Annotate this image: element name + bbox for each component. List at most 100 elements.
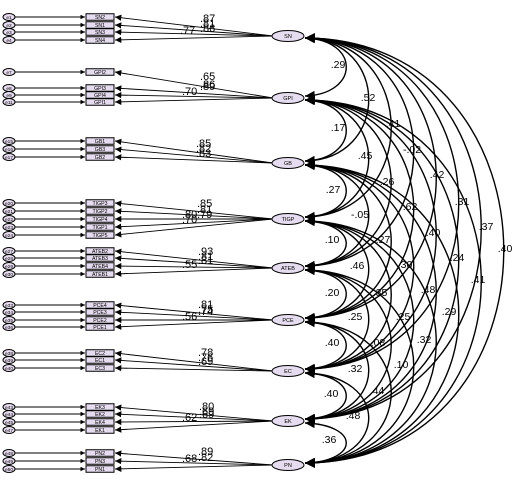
indicator-label: PN3: [95, 459, 105, 465]
error-label: e33: [5, 303, 13, 309]
error-term: e8: [2, 84, 16, 92]
latent-variable: PCE: [271, 314, 305, 326]
loading-path-arrow: [114, 302, 274, 321]
error-ellipse: [2, 199, 16, 207]
error-label: e20: [5, 201, 13, 207]
indicator-label: PN1: [95, 467, 105, 473]
latent-label: GPI: [283, 96, 293, 102]
indicator-rect: [85, 13, 115, 21]
covariance-arc-gpi-ek: [304, 95, 460, 424]
error-label: e50: [5, 467, 13, 473]
indicator-box: TIGP2: [85, 207, 115, 215]
loading-path-arrow: [114, 208, 274, 220]
error-term: e43: [2, 403, 16, 411]
latent-ellipse: [271, 365, 305, 377]
correlation-value: .08: [371, 337, 386, 349]
covariance-arc-gb-ateb: [304, 160, 370, 271]
loading-value: .79: [197, 209, 212, 221]
indicator-rect: [85, 145, 115, 153]
error-ellipse: [2, 231, 16, 239]
indicator-box: SN3: [85, 28, 115, 36]
correlation-value: .17: [331, 122, 346, 134]
error-ellipse: [2, 207, 16, 215]
latent-ellipse: [271, 314, 305, 326]
loading-value: .55: [182, 259, 197, 271]
error-term: e50: [2, 465, 16, 473]
loading-path-arrow: [114, 458, 274, 466]
correlation-value: .40: [324, 388, 339, 400]
error-label: e16: [5, 147, 13, 153]
loading-path-arrow: [114, 29, 274, 37]
error-ellipse: [2, 137, 16, 145]
indicator-rect: [85, 36, 115, 44]
error-term: e45: [2, 418, 16, 426]
covariance-arc-ek-pn: [304, 418, 347, 468]
indicator-rect: [85, 323, 115, 331]
loading-value: .86: [200, 23, 215, 35]
loading-value: .81: [198, 299, 213, 311]
error-term: e34: [2, 308, 16, 316]
indicator-box: PCE4: [85, 301, 115, 309]
loading-path-arrow: [114, 248, 274, 269]
indicator-box: PN3: [85, 457, 115, 465]
indicator-rect: [85, 223, 115, 231]
error-term: e33: [2, 301, 16, 309]
covariance-arc-gb-ek: [304, 160, 437, 424]
latent-variable: SN: [271, 30, 305, 42]
indicator-box: PCE3: [85, 308, 115, 316]
covariance-arc-tigp-pn: [304, 216, 437, 468]
error-ellipse: [2, 13, 16, 21]
covariance-arc-gb-ec: [304, 160, 415, 374]
indicator-box: EC3: [85, 364, 115, 372]
indicator-label: TIGP2: [93, 209, 108, 215]
correlation-value: .62: [403, 201, 418, 213]
loading-path-arrow: [114, 22, 274, 37]
indicator-rect: [85, 215, 115, 223]
latent-ellipse: [271, 30, 305, 42]
covariance-layer: [304, 33, 505, 468]
indicator-box: EK3: [85, 403, 115, 411]
loading-path-arrow: [114, 309, 274, 321]
indicator-rect: [85, 137, 115, 145]
correlation-value: .41: [471, 274, 486, 286]
error-term: e30: [2, 270, 16, 278]
indicator-box: TIGP5: [85, 231, 115, 239]
error-label: e35: [5, 318, 13, 324]
loading-path-arrow: [114, 262, 274, 270]
loading-value: .69: [199, 409, 214, 421]
indicator-rect: [85, 254, 115, 262]
loading-path-arrow: [114, 357, 274, 372]
error-term: e11: [2, 98, 16, 106]
indicator-label: EK4: [95, 420, 105, 426]
loading-path-arrow: [114, 200, 274, 220]
error-ellipse: [2, 465, 16, 473]
indicator-box: ATEB4: [85, 262, 115, 270]
indicator-label: TIGP1: [93, 225, 108, 231]
covariance-arc-sn-pn: [304, 33, 505, 468]
covariance-arc-gpi-pce: [304, 95, 415, 323]
error-label: e39: [5, 358, 13, 364]
error-ellipse: [2, 223, 16, 231]
loading-path-arrow: [114, 350, 274, 372]
error-ellipse: [2, 68, 16, 76]
error-label: e8: [6, 86, 12, 92]
indicator-label: EK1: [95, 428, 105, 434]
indicator-rect: [85, 426, 115, 434]
indicator-rect: [85, 199, 115, 207]
covariance-arc-sn-pce: [304, 33, 437, 323]
covariance-arc-ateb-pce: [304, 265, 347, 323]
indicator-label: GB1: [95, 139, 105, 145]
error-label: e21: [5, 209, 13, 215]
loading-value: .80: [199, 401, 214, 413]
indicator-rect: [85, 231, 115, 239]
indicator-label: ATEB4: [92, 264, 108, 270]
loading-value: .77: [180, 25, 195, 37]
indicator-label: GB3: [95, 147, 105, 153]
loading-path-arrow: [114, 464, 274, 472]
correlation-value: .45: [358, 150, 373, 162]
